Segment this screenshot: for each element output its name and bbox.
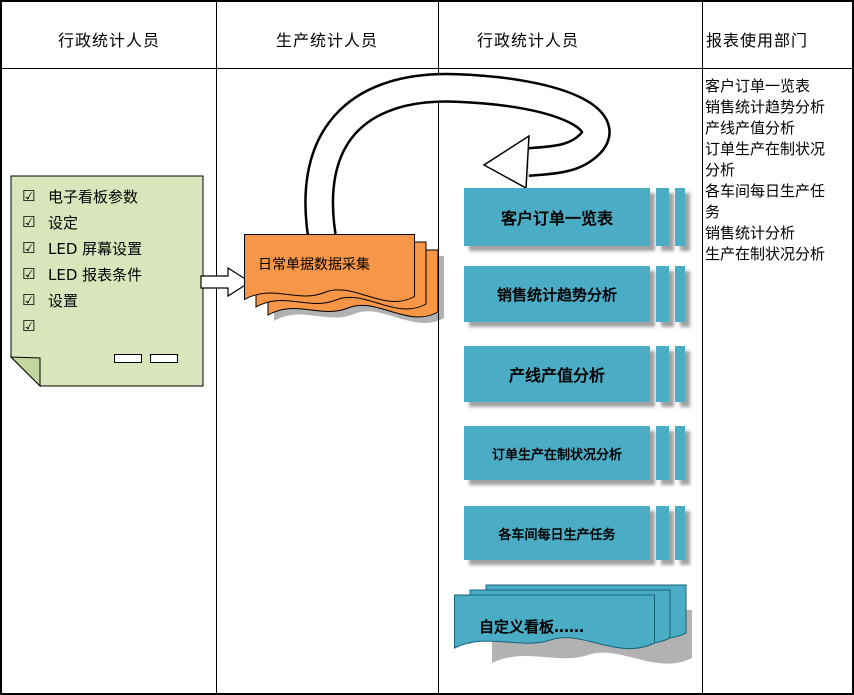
report-stripe: [675, 426, 685, 480]
checkbox-icon: ☑: [22, 265, 36, 283]
note-slot-bar: [150, 354, 178, 363]
report-card-order-wip: 订单生产在制状况分析: [464, 426, 685, 480]
report-label: 各车间每日生产任务: [464, 506, 650, 560]
report-stripe: [675, 266, 685, 322]
report-list: 客户订单一览表 销售统计趋势分析 产线产值分析 订单生产在制状况分析 各车间每日…: [705, 76, 829, 265]
report-stripe: [675, 506, 685, 560]
note-line: LED 报表条件: [48, 266, 143, 284]
report-stripe: [675, 188, 685, 246]
report-list-item: 客户订单一览表: [705, 77, 811, 95]
checkbox-icon: ☑: [22, 291, 36, 309]
report-label: 客户订单一览表: [464, 188, 650, 246]
lane-header-admin-stats-2: 行政统计人员: [476, 31, 579, 50]
flow-arrow-right-icon: [200, 266, 252, 298]
checkbox-icon: ☑: [22, 213, 36, 231]
lane-header-report-users: 报表使用部门: [706, 31, 809, 50]
note-line: 设定: [48, 214, 79, 232]
report-stripe: [656, 266, 669, 322]
report-card-sales-trend: 销售统计趋势分析: [464, 266, 685, 322]
lane-divider-3: [702, 2, 703, 693]
note-line: 设置: [48, 292, 79, 310]
daily-data-doc-stack: [244, 234, 444, 323]
checkbox-icon: ☑: [22, 187, 36, 205]
kanban-settings-note: ☑ ☑ ☑ ☑ ☑ ☑ 电子看板参数 设定 LED 屏幕设置 LED 报表条件 …: [10, 175, 204, 387]
note-shape: [10, 175, 204, 387]
note-line: 电子看板参数: [48, 188, 139, 206]
custom-board-label: 自定义看板……: [479, 618, 585, 636]
report-list-item: 销售统计趋势分析: [705, 98, 826, 116]
report-list-item: 订单生产在制状况分析: [705, 140, 826, 179]
report-stripe: [656, 188, 669, 246]
checkbox-icon: ☑: [22, 239, 36, 257]
report-list-item: 产线产值分析: [705, 119, 796, 137]
report-list-item: 各车间每日生产任务: [705, 182, 826, 221]
report-card-customer-orders: 客户订单一览表: [464, 188, 685, 246]
report-stripe: [656, 426, 669, 480]
report-card-workshop-tasks: 各车间每日生产任务: [464, 506, 685, 560]
lane-divider-1: [216, 2, 217, 693]
header-divider: [2, 68, 852, 69]
note-line: LED 屏幕设置: [48, 240, 143, 258]
report-stripe: [675, 346, 685, 402]
note-slot-bar: [114, 354, 142, 363]
report-list-item: 销售统计分析: [705, 224, 796, 242]
report-label: 产线产值分析: [464, 346, 650, 402]
daily-data-doc-label: 日常单据数据采集: [258, 257, 370, 273]
report-card-line-output: 产线产值分析: [464, 346, 685, 402]
lane-header-admin-stats-1: 行政统计人员: [57, 31, 160, 50]
lane-header-production-stats: 生产统计人员: [275, 31, 378, 50]
lane-divider-2: [438, 2, 439, 693]
report-stripe: [656, 346, 669, 402]
report-label: 销售统计趋势分析: [464, 266, 650, 322]
report-list-item: 生产在制状况分析: [705, 245, 826, 263]
report-label: 订单生产在制状况分析: [464, 426, 650, 480]
checkbox-icon: ☑: [22, 317, 36, 335]
report-stripe: [656, 506, 669, 560]
